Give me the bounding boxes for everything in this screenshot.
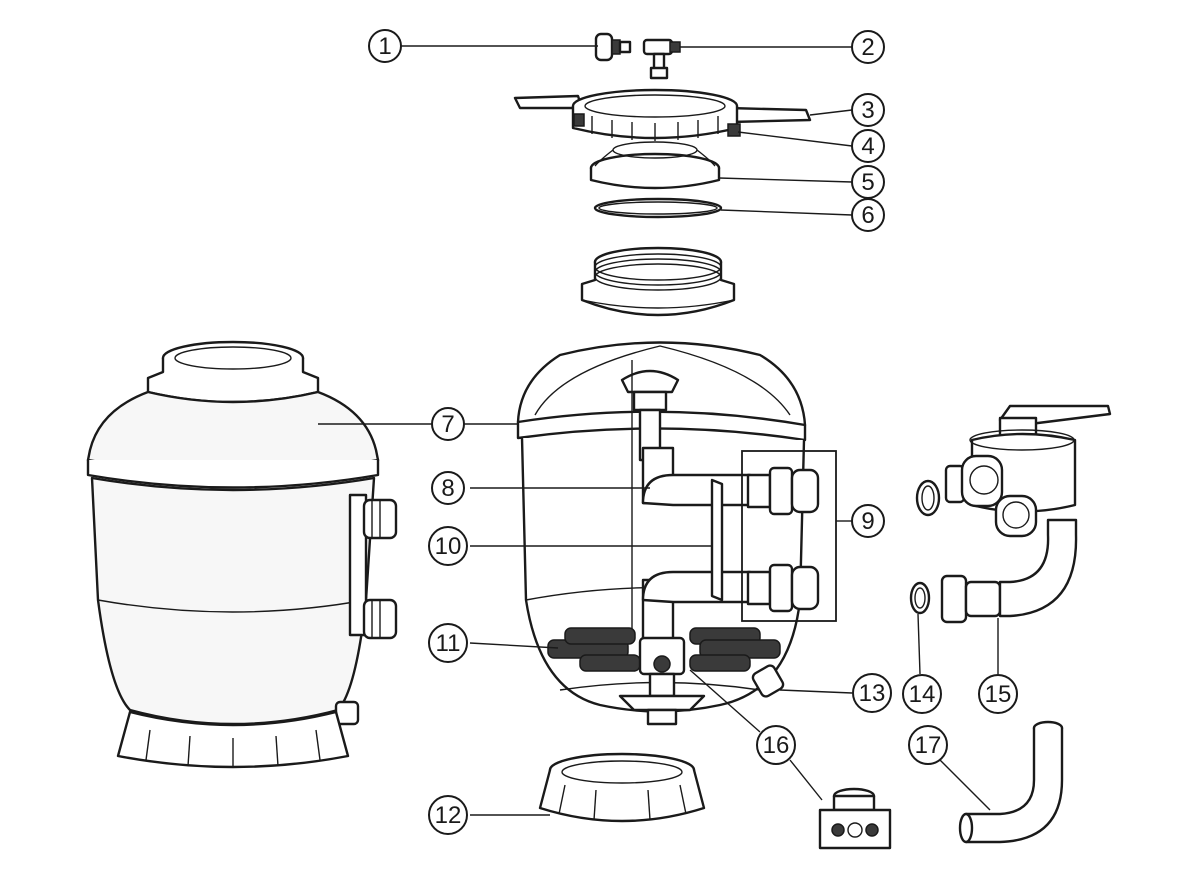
valve-port-front [994, 494, 1038, 538]
callout-6: 6 [851, 198, 885, 232]
part-17-elbow-pipe [958, 720, 1064, 844]
callout-label: 11 [436, 630, 461, 657]
part-8-internal-pipe [641, 446, 752, 642]
callout-label: 3 [861, 97, 874, 124]
callout-8: 8 [431, 471, 465, 505]
callout-3: 3 [851, 93, 885, 127]
callout-label: 16 [763, 732, 790, 759]
part-13-drain-plug [751, 664, 785, 698]
callout-label: 8 [441, 475, 454, 502]
multiport-valve [944, 404, 1112, 538]
valve-port-upper [944, 454, 1004, 508]
part-7-filter-tank [86, 340, 398, 769]
callout-10: 10 [428, 526, 468, 566]
neck-adaptor [580, 246, 736, 317]
callout-7: 7 [431, 407, 465, 441]
callout-label: 5 [861, 169, 874, 196]
tank-port-upper [362, 498, 398, 540]
part-11-laterals [547, 627, 781, 698]
part-2-air-relief-valve [642, 38, 681, 80]
callout-label: 1 [378, 33, 391, 60]
callout-9: 9 [851, 504, 885, 538]
callout-4: 4 [851, 129, 885, 163]
part-3-clamp-handle [513, 88, 812, 141]
callout-5: 5 [851, 165, 885, 199]
callout-16: 16 [756, 725, 796, 765]
part-9-bulkhead-couplings [741, 450, 837, 622]
callout-label: 2 [861, 34, 874, 61]
callout-label: 10 [435, 533, 462, 560]
bottom-hub [618, 694, 706, 726]
callout-15: 15 [978, 674, 1018, 714]
callout-12: 12 [428, 795, 468, 835]
callout-label: 17 [915, 732, 942, 759]
callout-label: 14 [909, 681, 936, 708]
callout-label: 4 [861, 133, 874, 160]
part-5-lid [589, 141, 721, 190]
callout-label: 7 [441, 411, 454, 438]
part-6-o-ring [593, 197, 723, 219]
callout-17: 17 [908, 725, 948, 765]
part-12-base [538, 752, 706, 823]
part-14-o-rings [909, 479, 941, 615]
callout-label: 9 [861, 508, 874, 535]
callout-label: 6 [861, 202, 874, 229]
callout-11: 11 [428, 623, 468, 663]
part-16-lateral-hub [818, 787, 892, 850]
callout-14: 14 [902, 674, 942, 714]
callout-label: 13 [859, 680, 886, 707]
part-15-union-elbow [940, 518, 1078, 624]
callout-label: 15 [985, 681, 1012, 708]
tank-port-lower [362, 598, 398, 640]
callout-label: 12 [435, 802, 462, 829]
callout-2: 2 [851, 30, 885, 64]
part-1-gauge-plug [594, 32, 632, 62]
callout-1: 1 [368, 29, 402, 63]
callout-13: 13 [852, 673, 892, 713]
part-10-center-plate [631, 360, 724, 640]
part-4-clamp-latch [573, 113, 741, 137]
